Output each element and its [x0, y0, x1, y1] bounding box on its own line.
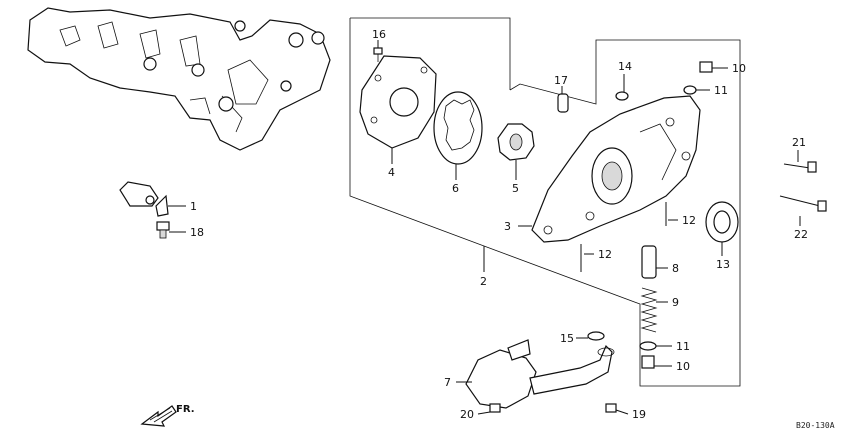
assembly-bounding-lines — [349, 17, 741, 387]
engine-block-illustration — [27, 7, 331, 151]
gasket-part-4 — [359, 55, 437, 149]
o-ring-15 — [587, 331, 605, 341]
front-direction-arrow-icon — [140, 405, 177, 427]
callout-12-lower: 12 — [598, 248, 612, 261]
callout-11-lower: 11 — [676, 340, 690, 353]
oil-seal-part-13 — [705, 201, 739, 243]
relief-valve-part-8 — [641, 245, 657, 279]
pump-housing-part-3 — [531, 95, 701, 243]
bolt-10-lower — [641, 355, 655, 369]
callout-8: 8 — [672, 262, 679, 275]
callout-3: 3 — [504, 220, 511, 233]
callout-21: 21 — [792, 136, 806, 149]
callout-7: 7 — [444, 376, 451, 389]
bolt-20 — [489, 403, 501, 413]
bolt-18 — [156, 221, 170, 239]
callout-14: 14 — [618, 60, 632, 73]
callout-22: 22 — [794, 228, 808, 241]
inner-rotor-part-5 — [497, 123, 535, 161]
callout-17: 17 — [554, 74, 568, 87]
callout-10-upper: 10 — [732, 62, 746, 75]
figure-code: B20-130A — [796, 421, 835, 430]
front-direction-label: FR. — [176, 404, 195, 415]
washer-11-upper — [683, 85, 697, 95]
washer-11-lower — [639, 341, 657, 351]
bolt-19 — [605, 403, 617, 413]
callout-1: 1 — [190, 200, 197, 213]
callout-20: 20 — [460, 408, 474, 421]
spring-part-9 — [640, 287, 658, 333]
clip-14 — [615, 91, 629, 101]
callout-19: 19 — [632, 408, 646, 421]
callout-12-upper: 12 — [682, 214, 696, 227]
callout-18: 18 — [190, 226, 204, 239]
bolt-10-upper — [699, 61, 713, 73]
callout-2: 2 — [480, 275, 487, 288]
oil-strainer-part-7 — [465, 339, 615, 409]
callout-11-upper: 11 — [714, 84, 728, 97]
bracket-part-1 — [119, 181, 169, 217]
outer-rotor-part-6 — [433, 91, 483, 165]
callout-4: 4 — [388, 166, 395, 179]
callout-15: 15 — [560, 332, 574, 345]
callout-9: 9 — [672, 296, 679, 309]
bolt-21 — [783, 161, 817, 173]
callout-10-lower: 10 — [676, 360, 690, 373]
callout-16: 16 — [372, 28, 386, 41]
bolt-22 — [779, 195, 827, 212]
callout-6: 6 — [452, 182, 459, 195]
callout-5: 5 — [512, 182, 519, 195]
callout-13: 13 — [716, 258, 730, 271]
leader-lines — [168, 40, 801, 415]
dowel-pin-17 — [557, 93, 569, 113]
